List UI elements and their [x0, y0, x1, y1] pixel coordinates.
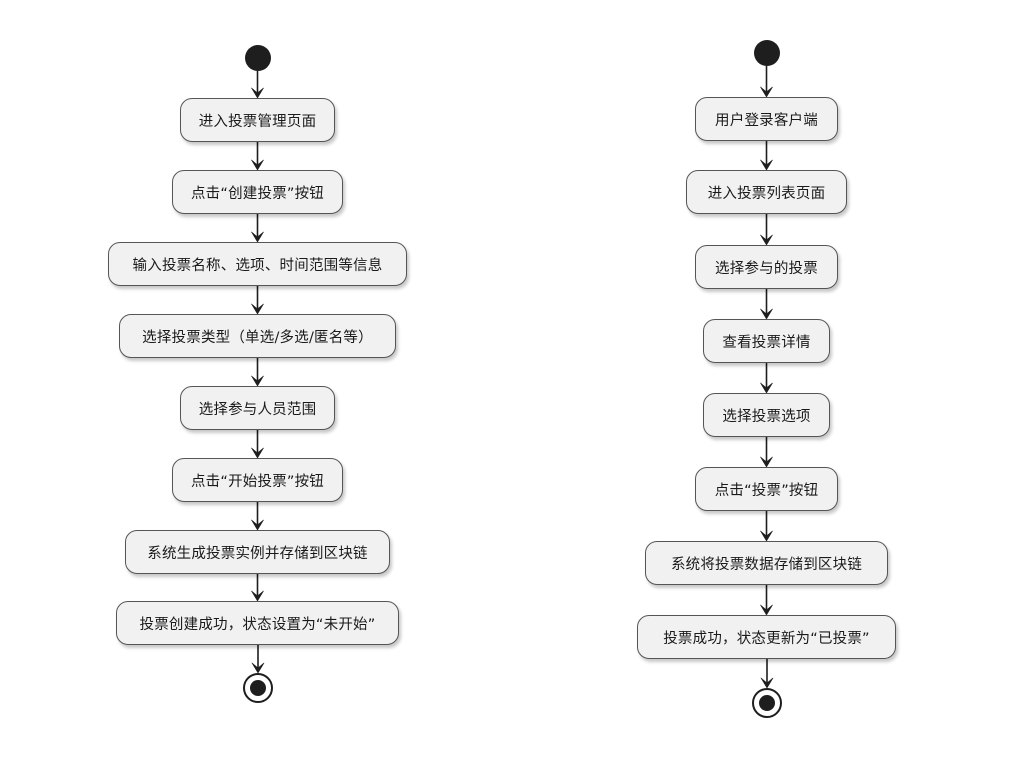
right-arrow-1 — [760, 66, 773, 98]
right-end-node — [752, 688, 782, 718]
right-arrow-6 — [760, 437, 773, 468]
right-arrow-4-head — [760, 308, 773, 320]
left-end-node-core — [250, 680, 266, 696]
right-start-node — [754, 40, 780, 66]
right-end-node-core — [759, 695, 775, 711]
left-arrow-1 — [251, 71, 264, 99]
left-step-2: 点击“创建投票”按钮 — [172, 170, 343, 214]
left-step-1: 进入投票管理页面 — [180, 98, 335, 142]
right-step-6: 点击“投票”按钮 — [695, 467, 838, 511]
left-arrow-5 — [251, 358, 264, 387]
left-arrow-4 — [251, 286, 264, 315]
left-arrow-3-head — [251, 231, 264, 243]
right-arrow-8-head — [760, 604, 773, 616]
right-arrow-3 — [760, 214, 773, 246]
left-arrow-3 — [251, 214, 264, 243]
left-step-7: 系统生成投票实例并存储到区块链 — [125, 530, 390, 574]
right-step-8: 投票成功，状态更新为“已投票” — [637, 615, 896, 659]
right-arrow-5-head — [760, 382, 773, 394]
right-arrow-5 — [760, 363, 773, 394]
right-arrow-3-head — [760, 234, 773, 246]
left-arrow-8 — [251, 574, 264, 602]
left-arrow-6 — [251, 430, 264, 459]
left-arrow-6-head — [251, 447, 264, 459]
left-step-8: 投票创建成功，状态设置为“未开始” — [116, 601, 399, 645]
left-arrow-1-head — [251, 87, 264, 99]
right-step-1: 用户登录客户端 — [695, 97, 838, 141]
right-step-2: 进入投票列表页面 — [686, 170, 847, 214]
right-arrow-4 — [760, 289, 773, 320]
left-arrow-4-head — [251, 303, 264, 315]
left-arrow-7-head — [251, 519, 264, 531]
right-arrow-7-head — [760, 530, 773, 542]
left-step-4: 选择投票类型（单选/多选/匿名等） — [119, 314, 396, 358]
left-step-3: 输入投票名称、选项、时间范围等信息 — [108, 242, 407, 286]
right-arrow-8 — [760, 585, 773, 616]
left-end-node — [243, 673, 273, 703]
right-step-5: 选择投票选项 — [703, 393, 830, 437]
right-arrow-2-head — [760, 159, 773, 171]
right-arrow-1-head — [760, 86, 773, 98]
left-arrow-2 — [251, 142, 264, 171]
right-step-3: 选择参与的投票 — [695, 245, 838, 289]
left-start-node — [245, 45, 271, 71]
left-arrow-9 — [251, 645, 265, 674]
left-arrow-9-head — [251, 662, 265, 674]
right-step-4: 查看投票详情 — [703, 319, 830, 363]
right-arrow-6-head — [760, 456, 773, 468]
left-arrow-2-head — [251, 159, 264, 171]
left-arrow-8-head — [251, 590, 264, 602]
left-arrow-7 — [251, 502, 264, 531]
left-step-5: 选择参与人员范围 — [180, 386, 335, 430]
left-arrow-5-head — [251, 375, 264, 387]
right-arrow-9-head — [760, 677, 774, 689]
right-arrow-2 — [760, 141, 773, 171]
right-arrow-9 — [760, 659, 774, 689]
right-arrow-7 — [760, 511, 773, 542]
right-step-7: 系统将投票数据存储到区块链 — [645, 541, 888, 585]
left-step-6: 点击“开始投票”按钮 — [172, 458, 343, 502]
